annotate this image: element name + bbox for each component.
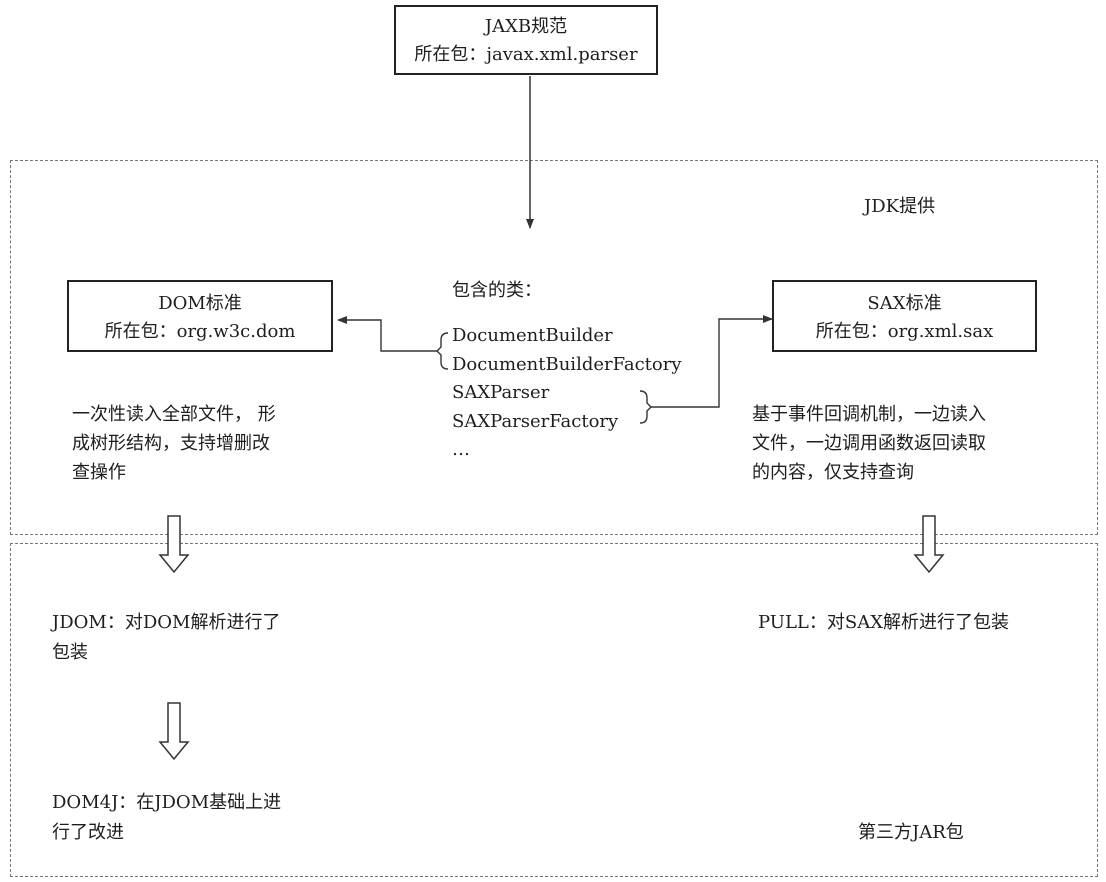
pull-description: PULL：对SAX解析进行了包装 xyxy=(758,612,1010,633)
class-item-sax-parser-factory: SAXParserFactory xyxy=(452,410,619,432)
classes-heading: 包含的类： xyxy=(452,280,542,301)
sax-description: 基于事件回调机制，一边读入 文件，一边调用函数返回读取 的内容，仅支持查询 xyxy=(752,400,986,487)
dom-desc-line: 一次性读入全部文件， 形 xyxy=(72,404,276,425)
class-item-document-builder-factory: DocumentBuilderFactory xyxy=(452,353,682,375)
jdom-description: JDOM：对DOM解析进行了 包装 xyxy=(52,608,280,668)
sax-package: 所在包：org.xml.sax xyxy=(815,321,994,342)
class-item-document-builder: DocumentBuilder xyxy=(452,325,613,346)
sax-desc-line: 的内容，仅支持查询 xyxy=(752,462,914,483)
sax-standard-box: SAX标准 所在包：org.xml.sax xyxy=(772,280,1037,352)
class-item-sax-parser: SAXParser xyxy=(452,382,550,403)
dom-description: 一次性读入全部文件， 形 成树形结构，支持增删改 查操作 xyxy=(72,400,276,487)
class-item-ellipsis: … xyxy=(452,439,470,460)
jaxb-box: JAXB规范 所在包：javax.xml.parser xyxy=(394,5,658,75)
sax-title: SAX标准 xyxy=(867,293,942,314)
jdom-line: 包装 xyxy=(52,642,88,663)
third-party-region xyxy=(10,543,1098,877)
class-list: DocumentBuilder DocumentBuilderFactory S… xyxy=(452,322,682,465)
dom-desc-line: 成树形结构，支持增删改 xyxy=(72,433,270,454)
dom-title: DOM标准 xyxy=(158,293,242,314)
down-arrow-jdom-to-dom4j xyxy=(158,702,190,761)
arrow-classes-to-sax xyxy=(651,315,773,408)
down-arrow-sax-to-pull xyxy=(913,515,945,574)
third-party-region-label: 第三方JAR包 xyxy=(858,822,964,843)
jdom-line: JDOM：对DOM解析进行了 xyxy=(52,612,281,633)
dom-package: 所在包：org.w3c.dom xyxy=(104,321,296,342)
dom4j-description: DOM4J：在JDOM基础上进 行了改进 xyxy=(52,788,281,848)
dom-desc-line: 查操作 xyxy=(72,462,126,483)
jdk-region-label: JDK提供 xyxy=(864,196,936,217)
down-arrow-dom-to-jdom xyxy=(158,515,190,574)
dom4j-line: DOM4J：在JDOM基础上进 xyxy=(52,792,282,813)
sax-desc-line: 文件，一边调用函数返回读取 xyxy=(752,433,986,454)
arrow-classes-to-dom xyxy=(337,316,437,352)
jaxb-package: 所在包：javax.xml.parser xyxy=(414,44,638,65)
jdk-region xyxy=(10,160,1098,535)
sax-desc-line: 基于事件回调机制，一边读入 xyxy=(752,404,986,425)
brace-dom-classes xyxy=(436,332,449,370)
dom4j-line: 行了改进 xyxy=(52,822,124,843)
dom-standard-box: DOM标准 所在包：org.w3c.dom xyxy=(67,280,333,352)
jaxb-title: JAXB规范 xyxy=(484,16,568,37)
